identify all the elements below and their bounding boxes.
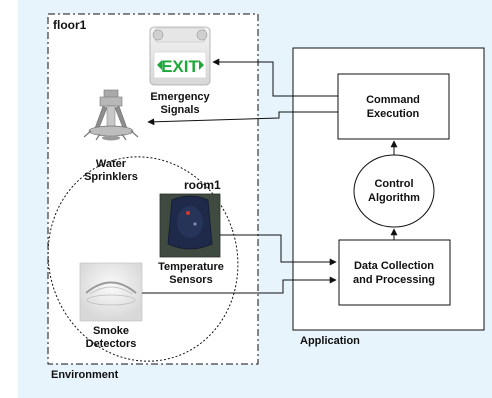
water-sprinklers-label-1: Water	[96, 158, 127, 170]
temperature-sensors-label-1: Temperature	[158, 261, 224, 273]
room-label: room1	[184, 178, 221, 192]
floor-label: floor1	[53, 18, 87, 32]
temperature-sensors-label-2: Sensors	[169, 274, 212, 286]
data-collection-label-1: Data Collection	[354, 260, 434, 272]
arrow-smoke-to-data	[142, 276, 337, 294]
environment-label: Environment	[51, 369, 119, 381]
water-sprinkler-icon	[83, 89, 139, 141]
temperature-sensor-icon	[159, 193, 221, 258]
arrow-command-to-sprinklers	[147, 111, 338, 126]
control-algorithm-label-2: Algorithm	[368, 192, 420, 204]
emergency-signals-label-2: Signals	[160, 104, 199, 116]
application-label: Application	[300, 335, 360, 347]
room-boundary	[47, 156, 239, 362]
water-sprinklers-label-2: Sprinklers	[84, 171, 138, 183]
exit-sign-text: EXIT	[161, 57, 199, 76]
arrow-command-to-exit-sign	[212, 58, 338, 97]
smoke-detectors-label-2: Detectors	[86, 338, 137, 350]
control-algorithm-label-1: Control	[374, 178, 413, 190]
smoke-detectors-label-1: Smoke	[93, 325, 129, 337]
data-collection-label-2: and Processing	[353, 274, 435, 286]
arrow-temperature-to-data	[220, 234, 337, 266]
emergency-signals-label-1: Emergency	[150, 91, 210, 103]
data-collection-box: Data Collection and Processing	[338, 239, 451, 306]
command-execution-label-2: Execution	[367, 108, 420, 120]
command-execution-label-1: Command	[366, 94, 420, 106]
smoke-detector-icon	[79, 262, 143, 322]
exit-sign-icon: EXIT	[149, 26, 211, 86]
command-execution-box: Command Execution	[337, 73, 450, 140]
control-algorithm-node: Control Algorithm	[353, 154, 435, 228]
